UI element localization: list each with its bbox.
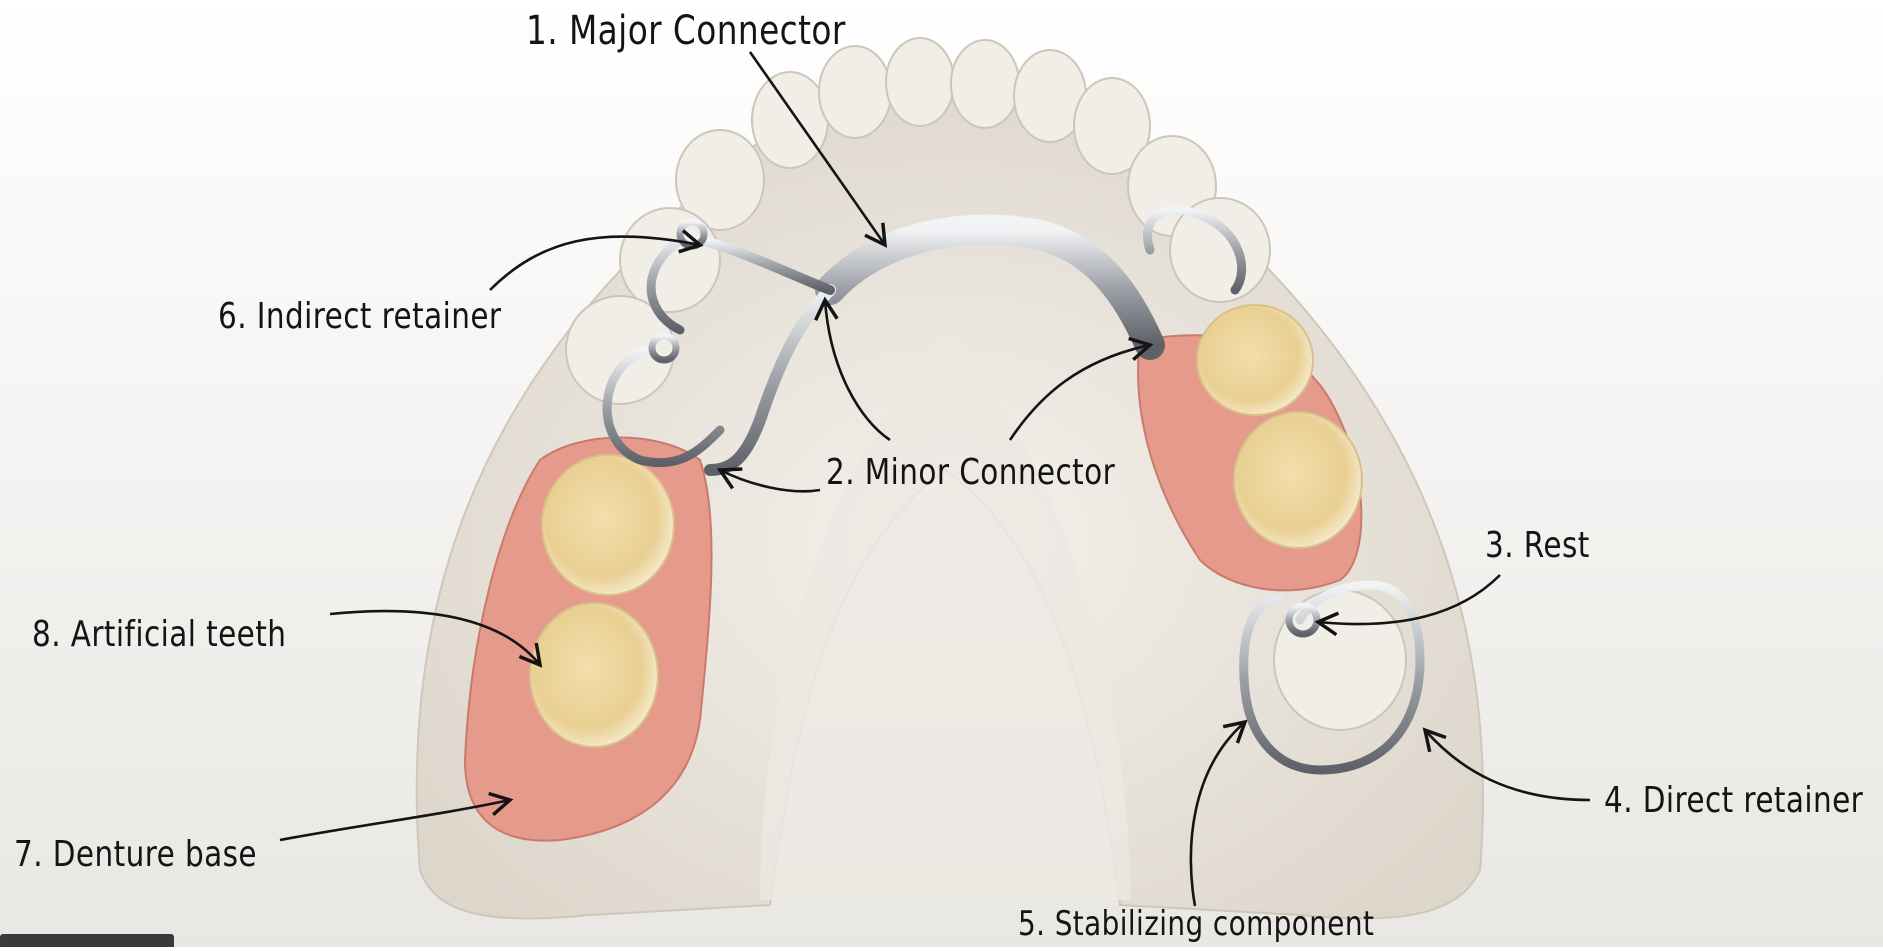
label-indirect-retainer: 6. Indirect retainer — [218, 296, 501, 337]
label-major-connector: 1. Major Connector — [526, 8, 846, 54]
label-denture-base: 7. Denture base — [14, 834, 257, 875]
label-artificial-teeth: 8. Artificial teeth — [32, 614, 286, 655]
label-stabilizing-component: 5. Stabilizing component — [1018, 904, 1374, 944]
label-rest: 3. Rest — [1485, 525, 1590, 566]
label-minor-connector: 2. Minor Connector — [826, 452, 1115, 493]
video-progress-bar[interactable] — [0, 934, 174, 947]
label-direct-retainer: 4. Direct retainer — [1604, 780, 1863, 821]
